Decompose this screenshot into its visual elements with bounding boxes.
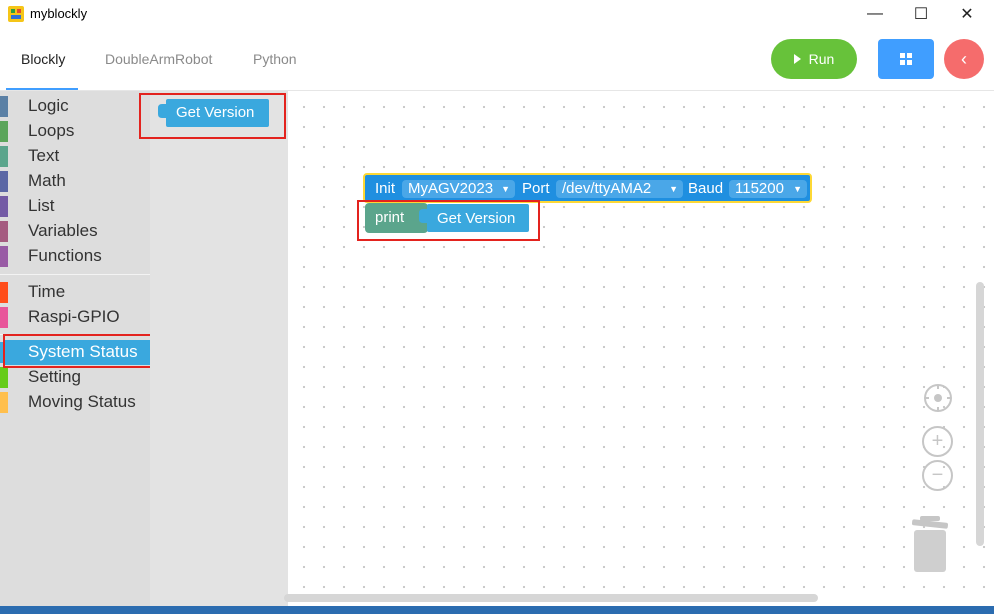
category-text[interactable]: Text	[0, 144, 150, 169]
highlight-flyout-block	[139, 93, 286, 139]
port-dropdown[interactable]: /dev/ttyAMA2 ▼	[556, 180, 683, 198]
category-label: Logic	[28, 96, 69, 115]
output-tab-icon	[419, 209, 428, 223]
app-icon	[8, 6, 24, 22]
category-color	[0, 96, 8, 117]
category-label: List	[28, 196, 55, 215]
category-setting[interactable]: Setting	[0, 365, 150, 390]
init-label: Init	[375, 180, 396, 197]
category-label: Text	[28, 146, 60, 165]
category-color	[0, 307, 8, 328]
dropdown-arrow-icon: ▼	[501, 184, 510, 194]
get-version-block[interactable]: Get Version	[427, 204, 529, 232]
category-color	[0, 146, 8, 167]
print-label: print	[375, 209, 405, 226]
category-logic[interactable]: Logic	[0, 94, 150, 119]
category-label: System Status	[28, 342, 138, 361]
dropdown-arrow-icon: ▼	[669, 184, 678, 194]
category-color	[0, 246, 8, 267]
category-color	[0, 171, 8, 192]
category-color	[0, 121, 8, 142]
run-button[interactable]: Run	[771, 39, 857, 79]
back-button[interactable]: ‹	[944, 39, 984, 79]
category-color	[0, 392, 8, 413]
zoom-in-button[interactable]: +	[922, 426, 953, 457]
output-tab-icon	[158, 104, 167, 118]
category-label: Loops	[28, 121, 75, 140]
target-icon	[926, 386, 950, 410]
baud-label: Baud	[688, 180, 724, 197]
trash-icon[interactable]	[912, 516, 948, 572]
window-bottom-edge	[0, 606, 994, 614]
workspace[interactable]	[288, 91, 988, 606]
horizontal-scrollbar[interactable]	[284, 594, 818, 602]
baud-dropdown[interactable]: 115200 ▼	[729, 180, 807, 198]
category-label: Setting	[28, 367, 81, 386]
tab-blockly[interactable]: Blockly	[21, 51, 66, 67]
category-color	[0, 282, 8, 303]
category-separator	[0, 274, 150, 275]
print-block[interactable]: print	[365, 203, 428, 233]
grid-icon	[900, 53, 912, 65]
port-value: /dev/ttyAMA2	[562, 180, 652, 197]
minimize-button[interactable]: —	[867, 5, 883, 22]
init-block[interactable]: Init MyAGV2023 ▼ Port /dev/ttyAMA2 ▼ Bau…	[363, 173, 812, 203]
port-label: Port	[522, 180, 550, 197]
category-label: Raspi-GPIO	[28, 307, 120, 326]
category-color	[0, 367, 8, 388]
category-selection	[5, 340, 150, 365]
block-label: Get Version	[176, 104, 255, 121]
tab-doublearmrobot[interactable]: DoubleArmRobot	[105, 51, 213, 67]
highlight-print-block	[357, 200, 540, 241]
play-icon	[793, 54, 801, 64]
category-label: Variables	[28, 221, 98, 240]
active-tab-indicator	[6, 88, 78, 90]
category-label: Math	[28, 171, 66, 190]
flyout-get-version-block[interactable]: Get Version	[166, 99, 269, 127]
maximize-button[interactable]: ☐	[913, 6, 929, 23]
close-button[interactable]: ✕	[960, 6, 974, 23]
category-label: Time	[28, 282, 66, 301]
category-raspi-gpio[interactable]: Raspi-GPIO	[0, 305, 150, 330]
recenter-button[interactable]	[924, 384, 952, 412]
title-bar: myblockly — ☐ ✕	[0, 0, 994, 28]
chevron-left-icon: ‹	[961, 48, 967, 69]
category-list[interactable]: List	[0, 194, 150, 219]
header: Blockly DoubleArmRobot Python Run ‹	[0, 28, 994, 91]
vertical-scrollbar[interactable]	[976, 282, 984, 546]
category-color	[0, 196, 8, 217]
window-title: myblockly	[30, 6, 88, 21]
category-variables[interactable]: Variables	[0, 219, 150, 244]
category-color	[0, 221, 8, 242]
tab-python[interactable]: Python	[253, 51, 297, 67]
model-value: MyAGV2023	[408, 180, 494, 197]
category-functions[interactable]: Functions	[0, 244, 150, 269]
grid-button[interactable]	[878, 39, 934, 79]
zoom-out-button[interactable]: −	[922, 460, 953, 491]
category-time[interactable]: Time	[0, 280, 150, 305]
block-label: Get Version	[437, 210, 516, 227]
highlight-system-status	[3, 334, 155, 368]
dropdown-arrow-icon: ▼	[793, 184, 802, 194]
category-moving-status[interactable]: Moving Status	[0, 390, 150, 415]
flyout	[150, 91, 288, 606]
category-label: Moving Status	[28, 392, 136, 411]
category-loops[interactable]: Loops	[0, 119, 150, 144]
toolbox: Logic Loops Text Math List Variables Fun…	[0, 91, 150, 606]
run-label: Run	[808, 51, 835, 67]
model-dropdown[interactable]: MyAGV2023 ▼	[402, 180, 515, 198]
category-label: Functions	[28, 246, 102, 265]
category-math[interactable]: Math	[0, 169, 150, 194]
baud-value: 115200	[735, 180, 784, 197]
